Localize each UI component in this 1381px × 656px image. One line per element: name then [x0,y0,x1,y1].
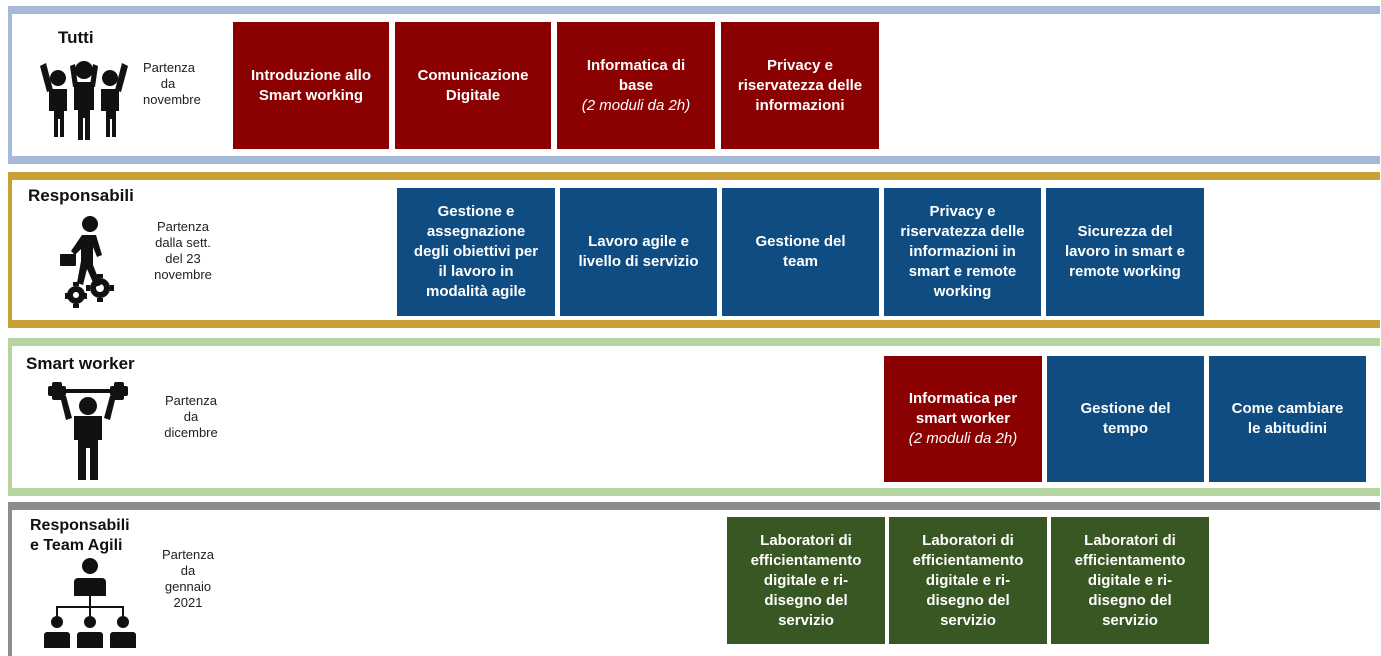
group-people-icon [40,61,128,140]
module-line: smart worker [915,410,1011,427]
start-line: 2021 [173,595,203,610]
module-line: remote working [1069,263,1181,280]
module-box: Lavoro agile e livello di servizio [560,188,717,316]
start-line: da [180,563,196,578]
module-line: servizio [778,611,834,629]
module-line: Introduzione allo [251,66,371,84]
module-line: efficientamento [1074,551,1186,569]
start-line: Partenza [143,60,196,75]
start-line: da [183,409,199,424]
module-box: Informatica per smart worker (2 moduli d… [884,356,1042,482]
module-line: riservatezza delle [900,223,1025,240]
start-date-team-agili: Partenza da gennaio 2021 [158,547,218,611]
module-line: Sicurezza del [1077,223,1173,240]
start-line: Partenza [164,393,218,408]
module-line: lavoro in smart e [1064,243,1186,260]
module-line: informazioni [755,96,845,114]
module-box: Come cambiare le abitudini [1209,356,1366,482]
module-box: Introduzione allo Smart working [233,22,389,149]
module-line: base [618,76,654,94]
module-box: Gestione e assegnazione degli obiettivi … [397,188,555,316]
module-subnote: (2 moduli da 2h) [581,96,691,114]
module-line: efficientamento [912,551,1024,569]
module-line: Gestione del [1080,400,1171,417]
module-line: Informatica per [908,390,1018,407]
module-line: Laboratori di [1084,531,1176,549]
start-date-tutti: Partenza da novembre [143,60,201,108]
module-line: servizio [940,611,996,629]
module-box: Laboratori di efficientamento digitale e… [727,517,885,644]
module-line: Laboratori di [760,531,852,549]
group-title-smart-worker: Smart worker [26,354,135,373]
start-line: novembre [143,92,201,107]
start-date-smart-worker: Partenza da dicembre [158,393,224,441]
title-line: e Team Agili [30,537,123,554]
module-box: Laboratori di efficientamento digitale e… [1051,517,1209,644]
module-box: Laboratori di efficientamento digitale e… [889,517,1047,644]
module-line: digitale e ri- [1087,571,1173,589]
module-line: le abitudini [1247,420,1328,437]
module-line: disegno del [926,591,1010,609]
start-line: novembre [154,267,212,282]
module-line: il lavoro in [438,263,514,280]
module-box: Gestione del team [722,188,879,316]
module-box: Comunicazione Digitale [395,22,551,149]
group-title-team-agili: Responsabili e Team Agili [30,516,130,556]
module-line: disegno del [764,591,848,609]
module-line: Privacy e [929,203,996,220]
module-line: Smart working [258,86,364,104]
module-box: Privacy e riservatezza delle informazion… [721,22,879,149]
module-line: servizio [1102,611,1158,629]
module-box: Gestione del tempo [1047,356,1204,482]
start-line: dicembre [164,425,218,440]
module-line: Privacy e [767,56,833,74]
module-line: tempo [1103,420,1148,437]
group-title-responsabili: Responsabili [28,186,134,205]
module-line: Lavoro agile e [588,233,689,250]
module-line: digitale e ri- [925,571,1011,589]
module-subnote: (2 moduli da 2h) [908,430,1018,447]
module-line: Informatica di [586,56,686,74]
module-line: riservatezza delle [737,76,863,94]
module-line: Gestione del [755,233,846,250]
start-line: Partenza [161,547,215,562]
start-line: da [160,76,176,91]
module-line: Come cambiare [1231,400,1344,417]
module-box: Privacy e riservatezza delle informazion… [884,188,1041,316]
title-line: Responsabili [30,517,130,534]
module-box: Informatica di base (2 moduli da 2h) [557,22,715,149]
start-line: Partenza [156,219,210,234]
module-line: Comunicazione [417,66,529,84]
module-line: livello di servizio [578,253,699,270]
group-title-tutti: Tutti [58,28,94,47]
module-line: disegno del [1088,591,1172,609]
module-line: modalità agile [425,283,527,300]
module-line: assegnazione [426,223,526,240]
module-line: team [782,253,819,270]
module-line: Digitale [445,86,501,104]
module-line: Gestione e [437,203,515,220]
module-line: efficientamento [750,551,862,569]
module-line: informazioni in [909,243,1016,260]
module-line: working [933,283,992,300]
module-line: digitale e ri- [763,571,849,589]
module-line: Laboratori di [922,531,1014,549]
module-line: smart e remote [908,263,1017,280]
start-date-responsabili: Partenza dalla sett. del 23 novembre [146,219,220,283]
start-line: gennaio [164,579,212,594]
start-line: del 23 [165,251,201,266]
weightlifter-icon [48,382,128,480]
module-line: degli obiettivi per [413,243,539,260]
manager-gears-icon [60,216,114,308]
start-line: dalla sett. [155,235,211,250]
module-box: Sicurezza del lavoro in smart e remote w… [1046,188,1204,316]
org-chart-icon [44,558,136,648]
